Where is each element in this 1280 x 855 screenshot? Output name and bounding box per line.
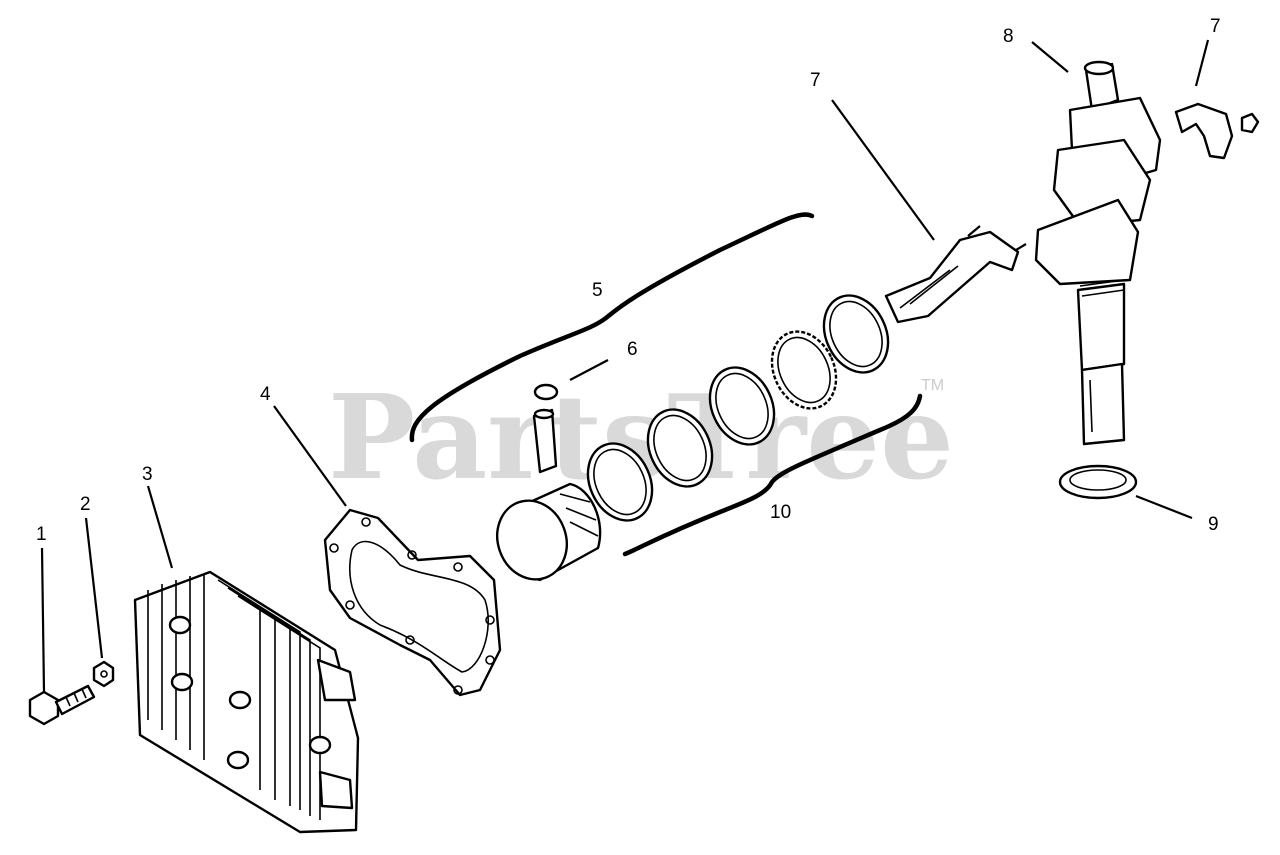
callout-3: 3 bbox=[142, 464, 153, 485]
callout-labels: 1 2 3 4 5 6 7 7 8 9 10 bbox=[36, 16, 1221, 545]
part-piston[interactable] bbox=[486, 482, 602, 589]
watermark-trademark: TM bbox=[921, 377, 944, 394]
callout-1: 1 bbox=[36, 524, 47, 545]
part-crankshaft[interactable] bbox=[1034, 60, 1162, 446]
callout-2: 2 bbox=[80, 494, 91, 515]
callout-7-cap: 7 bbox=[1210, 16, 1221, 37]
callout-4: 4 bbox=[260, 384, 271, 405]
leader-lines bbox=[40, 39, 1210, 693]
callout-6: 6 bbox=[627, 339, 638, 360]
part-thrust-washer[interactable] bbox=[1058, 464, 1138, 500]
part-piston-pin[interactable] bbox=[532, 383, 559, 474]
brace-piston-assembly bbox=[409, 212, 815, 443]
part-cylinder-head[interactable] bbox=[133, 570, 360, 834]
part-head-gasket[interactable] bbox=[323, 508, 502, 697]
callout-7-rod: 7 bbox=[810, 70, 821, 91]
part-connecting-rod[interactable] bbox=[884, 225, 1027, 324]
part-piston-rings[interactable] bbox=[576, 285, 900, 531]
part-rod-cap[interactable] bbox=[1174, 102, 1260, 160]
callout-5: 5 bbox=[592, 280, 603, 301]
part-nut[interactable] bbox=[92, 660, 115, 688]
callout-8: 8 bbox=[1003, 26, 1014, 47]
part-bolt[interactable] bbox=[28, 684, 96, 726]
callout-10: 10 bbox=[770, 502, 791, 523]
brace-rings bbox=[622, 393, 923, 557]
callout-9: 9 bbox=[1208, 514, 1219, 535]
